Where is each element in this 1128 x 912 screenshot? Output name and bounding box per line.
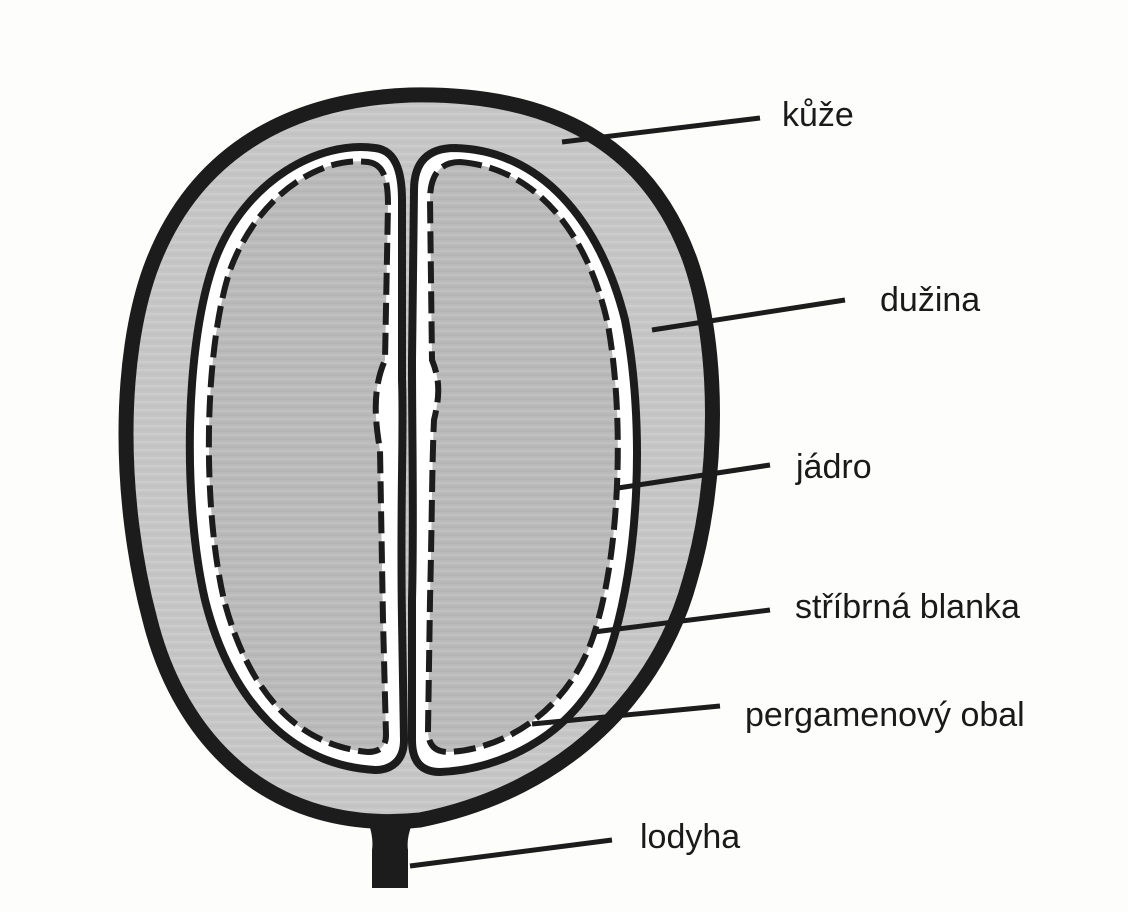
- leader-line-stem: [410, 840, 612, 866]
- label-skin: kůže: [782, 98, 854, 132]
- label-pulp: dužina: [880, 283, 980, 317]
- label-bean: jádro: [796, 450, 872, 484]
- label-parchment: pergamenový obal: [745, 698, 1025, 732]
- label-silver-skin: stříbrná blanka: [795, 590, 1020, 624]
- label-stem: lodyha: [640, 820, 740, 854]
